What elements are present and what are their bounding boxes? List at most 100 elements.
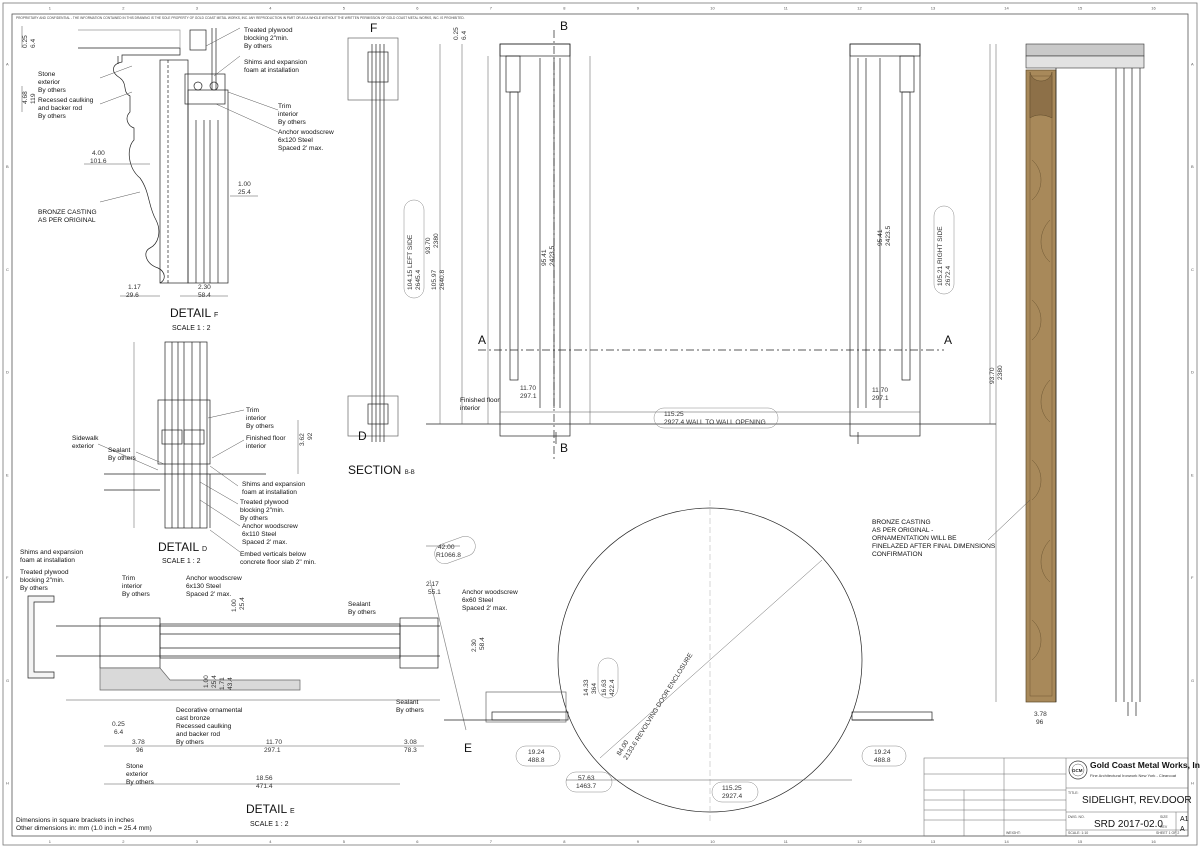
company-logo: GCM xyxy=(1068,760,1088,780)
svg-text:19.24: 19.24 xyxy=(874,749,891,756)
bronze-side-view xyxy=(1025,43,1145,716)
grid-column-label: 4 xyxy=(269,839,272,844)
detail-f xyxy=(78,28,229,284)
svg-text:42.00: 42.00 xyxy=(438,544,455,551)
detail-d xyxy=(104,341,266,529)
svg-text:297.1: 297.1 xyxy=(872,395,889,402)
svg-text:2640.8: 2640.8 xyxy=(439,269,446,290)
grid-column-label: 12 xyxy=(857,839,862,844)
rev-label: REV xyxy=(1160,825,1168,829)
svg-text:18.56: 18.56 xyxy=(256,775,273,782)
svg-text:A: A xyxy=(478,333,486,347)
grid-column-label: 15 xyxy=(1078,6,1083,11)
svg-text:104.15 LEFT SIDE: 104.15 LEFT SIDE xyxy=(407,234,414,290)
grid-column-label: 2 xyxy=(122,6,125,11)
svg-text:297.1: 297.1 xyxy=(520,393,537,400)
svg-text:2.30: 2.30 xyxy=(471,639,478,652)
detail-d-title: DETAIL D xyxy=(158,540,207,554)
title-label: TITLE: xyxy=(1068,791,1079,795)
svg-text:2672.4: 2672.4 xyxy=(945,265,952,286)
weight-label: WEIGHT: xyxy=(1006,831,1021,835)
svg-text:471.4: 471.4 xyxy=(256,783,273,790)
elevation-frame xyxy=(426,30,996,460)
grid-row-label: F xyxy=(6,575,9,580)
grid-column-label: 13 xyxy=(931,6,936,11)
section-bb-marker-d: D xyxy=(358,429,367,443)
grid-column-label: 7 xyxy=(490,6,493,11)
svg-text:95.41: 95.41 xyxy=(877,229,884,246)
svg-text:16.63: 16.63 xyxy=(601,679,608,696)
dwg-no-label: DWG. NO. xyxy=(1068,815,1085,819)
svg-text:2.30: 2.30 xyxy=(198,284,211,291)
svg-text:11.70: 11.70 xyxy=(872,387,888,394)
grid-row-label: H xyxy=(1191,781,1194,786)
grid-column-label: 11 xyxy=(784,6,789,11)
svg-text:4.00: 4.00 xyxy=(92,150,105,157)
grid-column-label: 16 xyxy=(1151,839,1156,844)
svg-text:92: 92 xyxy=(307,432,314,440)
grid-column-label: 6 xyxy=(416,839,419,844)
svg-text:4.68: 4.68 xyxy=(22,91,29,104)
section-bb-marker-f: F xyxy=(370,21,377,35)
drawing-number: SRD 2017-02.0 xyxy=(1094,819,1163,830)
svg-text:55.1: 55.1 xyxy=(428,589,441,596)
svg-text:11.70: 11.70 xyxy=(520,385,536,392)
svg-text:488.8: 488.8 xyxy=(874,757,891,764)
proprietary-note: PROPRIETARY AND CONFIDENTIAL - THE INFOR… xyxy=(16,16,465,20)
grid-row-label: B xyxy=(1191,164,1194,169)
grid-row-label: H xyxy=(6,781,9,786)
grid-column-label: 9 xyxy=(637,6,640,11)
svg-text:A: A xyxy=(944,333,952,347)
svg-text:58.4: 58.4 xyxy=(198,292,211,299)
grid-column-label: 6 xyxy=(416,6,419,11)
grid-column-label: 3 xyxy=(196,6,199,11)
title-block xyxy=(923,757,1189,837)
svg-text:29.6: 29.6 xyxy=(126,292,139,299)
grid-column-label: 10 xyxy=(710,6,715,11)
grid-row-label: G xyxy=(6,678,9,683)
grid-column-label: 8 xyxy=(563,839,566,844)
svg-text:115.25: 115.25 xyxy=(722,785,742,792)
svg-text:105.97: 105.97 xyxy=(431,269,438,290)
section-bb-title: SECTION B-B xyxy=(348,463,415,477)
svg-text:2133.6 REVOLVING DOOR ENCLOSUR: 2133.6 REVOLVING DOOR ENCLOSURE xyxy=(623,652,695,762)
svg-text:0.25: 0.25 xyxy=(453,27,460,40)
svg-text:25.4: 25.4 xyxy=(239,597,246,610)
plan-view xyxy=(444,500,934,822)
grid-column-label: 12 xyxy=(857,6,862,11)
svg-text:2423.5: 2423.5 xyxy=(885,225,892,246)
grid-row-label: A xyxy=(6,61,9,66)
svg-text:1.17: 1.17 xyxy=(128,284,141,291)
svg-text:43.4: 43.4 xyxy=(227,677,234,690)
grid-column-label: 2 xyxy=(122,839,125,844)
grid-column-label: 14 xyxy=(1004,839,1009,844)
svg-text:101.6: 101.6 xyxy=(90,158,107,165)
grid-column-label: 14 xyxy=(1004,6,1009,11)
sheet-label: SHEET 1 OF 2 xyxy=(1156,831,1179,835)
detail-e-scale: SCALE 1 : 2 xyxy=(250,821,289,828)
detail-f-scale: SCALE 1 : 2 xyxy=(172,325,211,332)
detail-e-dim-text: 1.00 25.4 2.17 55.1 2.30 58.4 1.00 25.4 … xyxy=(112,581,486,790)
grid-column-label: 10 xyxy=(710,839,715,844)
svg-text:2380: 2380 xyxy=(997,365,1004,380)
inner-border xyxy=(11,13,1189,837)
grid-column-label: 3 xyxy=(196,839,199,844)
